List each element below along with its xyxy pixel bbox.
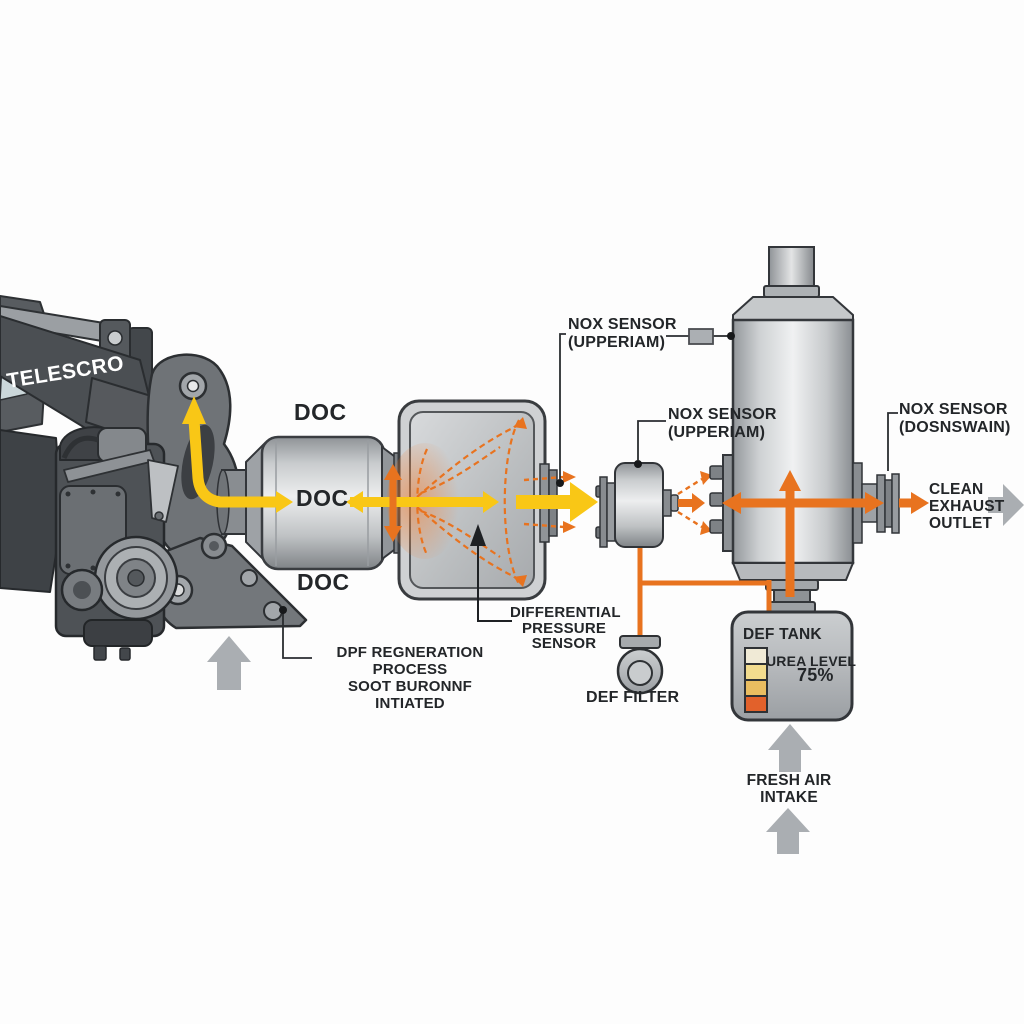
scr-catalyst (709, 246, 900, 613)
pin-hole (107, 330, 123, 346)
flow-arrowhead-up (182, 396, 206, 424)
regen-line2: SOOT BURONNF INTIATED (347, 678, 473, 712)
machine-up-arrow (207, 636, 251, 690)
engine-hose (61, 435, 99, 460)
nox-sensor-downstream-label: NOX SENSOR (DOSNSWAIN) (899, 401, 1011, 437)
urea-level-label: UREA LEVEL (766, 653, 857, 669)
doc-label-top: DOC (294, 399, 347, 425)
engine-block (54, 426, 179, 661)
dpf-regeneration-label: DPF REGNERATION PROCESS SOOT BURONNF INT… (312, 644, 508, 712)
gauge-segment (746, 679, 766, 695)
fresh-air-intake-label: FRESH AIR INTAKE (735, 772, 843, 806)
flow-arrowhead (513, 417, 527, 429)
exhaust-wisps (523, 475, 565, 529)
dps-line1: DIFFERENTIAL (510, 604, 621, 621)
oil-pan (83, 619, 153, 647)
nox-sensor-upstream-1-label: NOX SENSOR (UPPERIAM) (568, 316, 677, 352)
diff-pressure-pointer (470, 524, 512, 622)
flow-arrowhead (513, 575, 527, 587)
doser-inlet-flange (599, 476, 608, 548)
flow-arrowhead-left (346, 491, 363, 513)
scr-shoulder (732, 296, 854, 323)
nox2-line2: (UPPERIAM) (668, 424, 766, 441)
dps-line2: PRESSURE (521, 619, 607, 637)
clean-exhaust-orange-arrow (911, 492, 929, 514)
machine-illustration: TELESCRO (0, 295, 308, 661)
flow-arrowhead-right (276, 491, 293, 513)
scr-flow-arrows (722, 470, 929, 597)
urea-doser (595, 462, 712, 548)
fresh-air-line2: INTAKE (760, 789, 818, 806)
gauge-segment (746, 663, 766, 679)
differential-pressure-sensor-label: DIFFERENTIAL PRESSURE SENSOR (510, 604, 621, 652)
nox-sensor-probe (688, 328, 714, 345)
flow-arrowhead-right (483, 491, 499, 513)
rod-pin (154, 511, 164, 521)
clean-line3: OUTLET (929, 515, 993, 532)
neutral-arrows (207, 484, 1024, 854)
tank-up-arrow (768, 724, 812, 772)
urea-level-value: 75% (797, 665, 834, 685)
spray-cone (677, 477, 703, 529)
clean-line1: CLEAN (929, 481, 984, 498)
tie-rod-small (147, 459, 179, 523)
scr-top-pipe (768, 246, 815, 290)
bracket-hole-inner (186, 379, 200, 393)
nox1-line1: NOX SENSOR (568, 316, 677, 333)
urea-plumbing (637, 548, 772, 637)
clean-exhaust-outlet-label: CLEAN EXHAUST OUTLET (929, 481, 1004, 532)
nox2-line1: NOX SENSOR (668, 406, 777, 423)
leader-lines (282, 333, 898, 659)
fresh-air-line1: FRESH AIR (746, 772, 832, 789)
urea-level-gauge (744, 647, 768, 713)
dps-line3: SENSOR (531, 635, 597, 652)
fresh-air-arrow (766, 808, 810, 854)
chassis (0, 429, 63, 593)
nox1-line2: (UPPERIAM) (568, 334, 666, 351)
gauge-segment (746, 649, 766, 663)
nox3-line1: NOX SENSOR (899, 401, 1008, 418)
doser-nozzle (662, 489, 672, 517)
spray-arrowhead (692, 493, 705, 513)
def-filter-label: DEF FILTER (586, 689, 680, 706)
doc-label-bottom: DOC (297, 569, 350, 595)
doser-body (614, 462, 664, 548)
leader-dots (279, 332, 735, 614)
nox3-line2: (DOSNSWAIN) (899, 419, 1011, 436)
def-filter-flange (619, 635, 661, 649)
regen-line1: DPF REGNERATION PROCESS (336, 644, 484, 678)
hinge-pin (209, 541, 219, 551)
def-filter (616, 635, 664, 695)
flow-arrowhead-big (570, 482, 598, 522)
def-tank-label: DEF TANK (743, 626, 822, 643)
exhaust-flow-yellow (182, 396, 598, 533)
backpressure-double-arrow (384, 464, 402, 542)
nox-sensor-upstream-2-label: NOX SENSOR (UPPERIAM) (668, 406, 777, 442)
clean-exhaust-gray-arrow (988, 484, 1024, 526)
clean-line2: EXHAUST (929, 498, 1005, 515)
gauge-segment (746, 695, 766, 711)
doc-label-middle: DOC (296, 485, 349, 511)
bracket-hole (240, 569, 258, 587)
